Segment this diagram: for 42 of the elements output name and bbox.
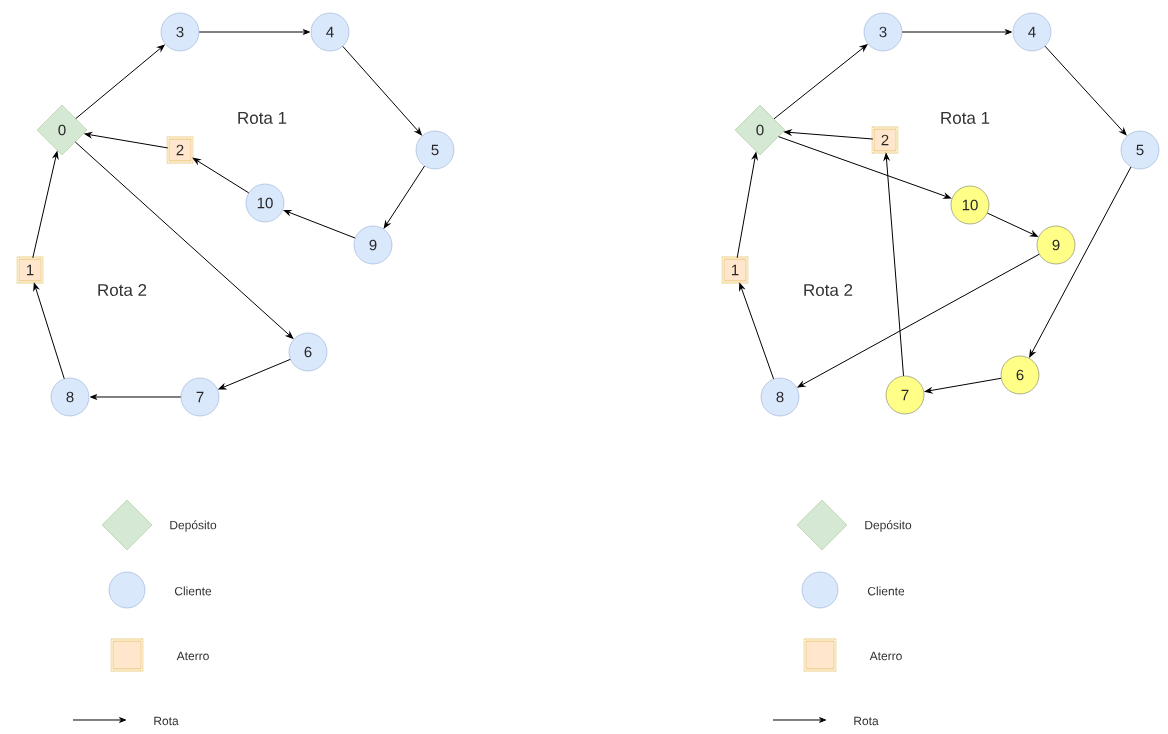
- legend-label: Aterro: [176, 651, 209, 661]
- arrow: [192, 157, 250, 194]
- landfill-square: 2: [871, 126, 899, 154]
- landfill-square: 2: [166, 136, 194, 164]
- route-label: Rota 1: [238, 112, 287, 124]
- arrow: [986, 212, 1038, 237]
- legend-label: Rota: [854, 716, 879, 726]
- legend-label: Cliente: [867, 586, 905, 596]
- landfill-square: 1: [721, 256, 749, 284]
- arrow: [778, 136, 952, 199]
- legend-label: Aterro: [869, 651, 902, 661]
- route-label: Rota 2: [804, 284, 853, 296]
- diamond-node: 0: [734, 104, 786, 156]
- arrow: [924, 377, 1002, 394]
- arrow: [901, 29, 1012, 35]
- route-label: Rota 2: [98, 284, 147, 296]
- arrow: [883, 153, 904, 377]
- arrow: [75, 44, 165, 120]
- legend-label: Depósito: [170, 520, 217, 532]
- arrow: [218, 358, 291, 390]
- arrow: [736, 152, 758, 259]
- arrow: [90, 394, 182, 400]
- arrow: [32, 151, 59, 259]
- arrow: [198, 29, 310, 35]
- arrow: [342, 45, 422, 136]
- legend-label: Rota: [154, 716, 179, 726]
- arrow: [1044, 45, 1127, 136]
- landfill-square: 1: [16, 256, 44, 284]
- arrow: [784, 129, 874, 140]
- arrow: [1029, 166, 1132, 358]
- diamond-node: 0: [36, 104, 88, 156]
- route-label: Rota 1: [941, 112, 990, 124]
- arrow: [773, 44, 868, 120]
- arrow: [74, 141, 294, 339]
- arrow: [383, 165, 425, 229]
- arrow: [739, 283, 775, 380]
- arrow: [33, 283, 65, 380]
- arrow: [84, 132, 169, 149]
- legend-label: Cliente: [174, 586, 212, 596]
- arrow: [283, 209, 356, 239]
- arrow: [797, 253, 1040, 388]
- legend-label: Depósito: [865, 520, 912, 532]
